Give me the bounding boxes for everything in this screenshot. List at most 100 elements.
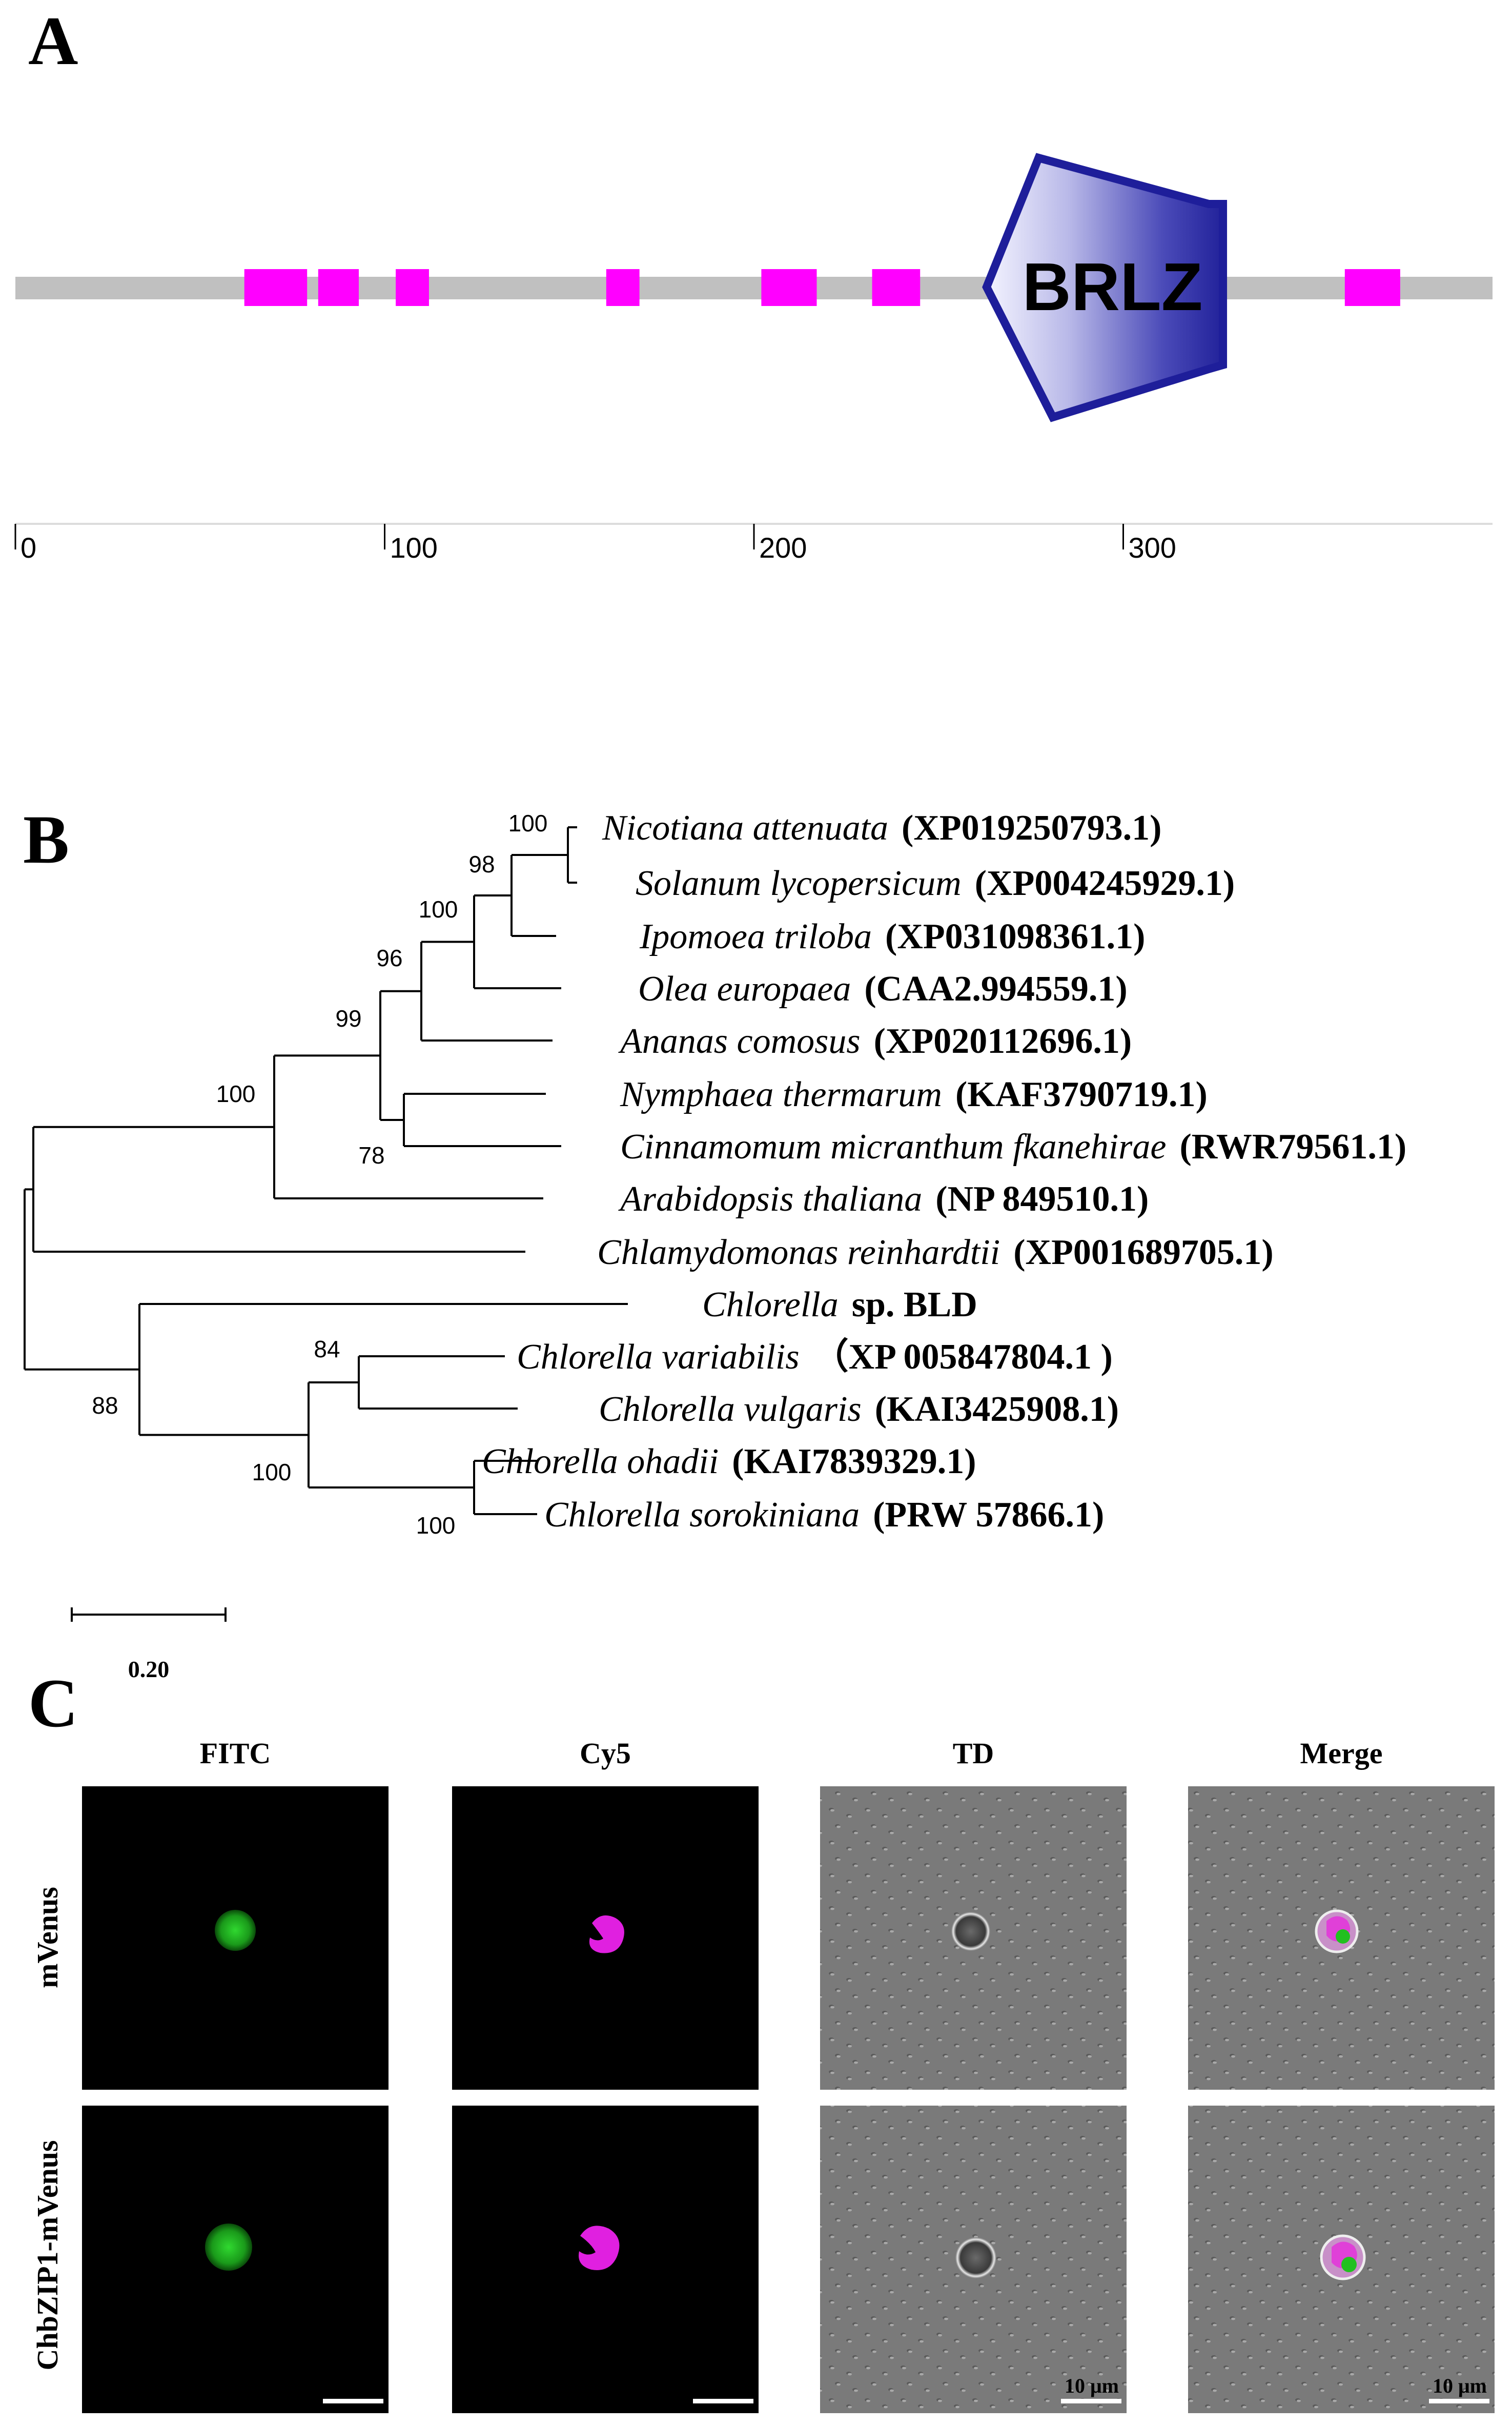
scale-bar-td: 10 μm bbox=[1061, 2374, 1121, 2403]
scale-bar-label: 10 μm bbox=[1433, 2374, 1487, 2397]
taxon-accession: (XP001689705.1) bbox=[1013, 1233, 1273, 1272]
motif-4 bbox=[606, 269, 640, 306]
tree-scale-bar: 0.20 bbox=[71, 1607, 227, 1682]
column-header-cy5: Cy5 bbox=[580, 1737, 631, 1770]
taxon-label: Nicotiana attenuata (XP019250793.1) bbox=[602, 808, 1161, 848]
taxon-name: Chlamydomonas reinhardtii bbox=[597, 1233, 1000, 1272]
brlz-domain: BRLZ bbox=[982, 153, 1228, 422]
brlz-domain-label: BRLZ bbox=[1023, 249, 1203, 324]
taxon-name: Olea europaea bbox=[638, 969, 851, 1009]
tree-branches bbox=[24, 826, 628, 1515]
taxon-label: Chlorella sorokiniana (PRW 57866.1) bbox=[544, 1495, 1104, 1535]
bootstrap-value: 99 bbox=[335, 1005, 361, 1032]
image-chbzip1-merge bbox=[1188, 2106, 1495, 2413]
taxon-accession: (CAA2.994559.1) bbox=[864, 969, 1127, 1009]
image-chbzip1-td bbox=[820, 2106, 1127, 2413]
image-mvenus-fitc bbox=[82, 1786, 389, 2090]
motif-6 bbox=[872, 269, 921, 306]
image-chbzip1-fitc bbox=[82, 2106, 389, 2413]
taxon-label: Chlorella sp. BLD bbox=[702, 1285, 977, 1324]
scale-bar-line bbox=[323, 2399, 383, 2403]
taxon-label: Olea europaea (CAA2.994559.1) bbox=[638, 969, 1128, 1009]
bootstrap-value: 100 bbox=[216, 1080, 256, 1107]
motif-3 bbox=[396, 269, 429, 306]
taxon-accession: (XP004245929.1) bbox=[975, 864, 1235, 903]
taxon-accession: (RWR79561.1) bbox=[1179, 1127, 1406, 1167]
taxon-accession: (PRW 57866.1) bbox=[873, 1495, 1104, 1535]
scale-bar-cy5: 10 μm bbox=[693, 2374, 753, 2403]
taxon-name: Arabidopsis thaliana bbox=[618, 1179, 922, 1219]
row-header-mvenus: mVenus bbox=[31, 1887, 64, 1988]
taxon-name: Chlorella sorokiniana bbox=[544, 1495, 860, 1535]
taxon-labels: Nicotiana attenuata (XP019250793.1) Solanu… bbox=[482, 808, 1406, 1535]
scale-bar-line bbox=[1429, 2399, 1489, 2403]
axis-tick-label: 100 bbox=[390, 532, 438, 564]
image-mvenus-merge bbox=[1188, 1786, 1495, 2090]
bootstrap-value: 88 bbox=[92, 1392, 118, 1419]
taxon-label: Ipomoea triloba (XP031098361.1) bbox=[639, 917, 1145, 956]
taxon-accession: (XP019250793.1) bbox=[902, 808, 1161, 848]
bootstrap-value: 84 bbox=[314, 1336, 340, 1362]
microscopy-grid: FITC Cy5 TD Merge mVenus ChbZIP1-mVenus bbox=[31, 1737, 1495, 2413]
motif-7 bbox=[1344, 269, 1400, 306]
axis-tick-label: 0 bbox=[21, 532, 36, 564]
bootstrap-value: 100 bbox=[416, 1512, 456, 1539]
image-mvenus-td bbox=[820, 1786, 1127, 2090]
taxon-accession: (XP031098361.1) bbox=[885, 917, 1145, 956]
taxon-accession: (KAI3425908.1) bbox=[875, 1390, 1119, 1429]
taxon-label: Chlorella ohadii (KAI7839329.1) bbox=[482, 1442, 976, 1481]
taxon-accession: （XP 005847804.1 ) bbox=[813, 1337, 1113, 1377]
scale-bar-label: 10 μm bbox=[1065, 2374, 1119, 2397]
taxon-name: Solanum lycopersicum bbox=[636, 864, 962, 903]
taxon-label: Chlorella vulgaris(KAI3425908.1) bbox=[599, 1390, 1119, 1429]
taxon-accession: (KAF3790719.1) bbox=[955, 1075, 1208, 1114]
taxon-name: Chlorella ohadii bbox=[482, 1442, 719, 1481]
taxon-label: Arabidopsis thaliana (NP 849510.1) bbox=[618, 1179, 1149, 1219]
taxon-label: Nymphaea thermarum (KAF3790719.1) bbox=[620, 1075, 1208, 1114]
taxon-name: Nicotiana attenuata bbox=[602, 808, 888, 848]
axis-tick-label: 300 bbox=[1129, 532, 1176, 564]
bootstrap-value: 96 bbox=[376, 945, 402, 971]
taxon-accession: (KAI7839329.1) bbox=[732, 1442, 976, 1481]
bootstrap-value: 100 bbox=[252, 1459, 292, 1485]
axis-ticks: 0 100 200 300 bbox=[14, 524, 1176, 564]
scale-bar-line bbox=[693, 2399, 753, 2403]
scale-bar-label: 0.20 bbox=[128, 1656, 170, 1682]
image-chbzip1-cy5 bbox=[452, 2106, 759, 2413]
row-header-chbzip1-mvenus: ChbZIP1-mVenus bbox=[31, 2140, 64, 2370]
scale-bar-merge: 10 μm bbox=[1429, 2374, 1489, 2403]
column-header-merge: Merge bbox=[1300, 1737, 1383, 1770]
taxon-name: Nymphaea thermarum bbox=[620, 1075, 942, 1114]
panel-a-label: A bbox=[28, 3, 78, 79]
brlz-domain-shape bbox=[982, 153, 1228, 422]
taxon-label: Chlamydomonas reinhardtii (XP001689705.1) bbox=[597, 1233, 1274, 1272]
axis-tick-label: 200 bbox=[759, 532, 807, 564]
taxon-label: Ananas comosus(XP020112696.1) bbox=[618, 1022, 1132, 1061]
scale-bar-line bbox=[1061, 2399, 1121, 2403]
protein-backbone bbox=[15, 277, 1493, 299]
protein-domain-map: BRLZ 0 100 200 300 bbox=[14, 153, 1493, 564]
column-header-fitc: FITC bbox=[200, 1737, 271, 1770]
taxon-name: Cinnamomum micranthum fkanehirae bbox=[620, 1127, 1166, 1167]
panel-c-label: C bbox=[28, 1665, 78, 1742]
taxon-accession: (NP 849510.1) bbox=[935, 1179, 1149, 1219]
column-header-td: TD bbox=[953, 1737, 994, 1770]
taxon-accession: (XP020112696.1) bbox=[874, 1022, 1132, 1061]
taxon-label: Cinnamomum micranthum fkanehirae (RWR7956… bbox=[620, 1127, 1406, 1167]
image-mvenus-cy5 bbox=[452, 1786, 759, 2090]
bootstrap-value: 78 bbox=[358, 1142, 384, 1169]
motif-2 bbox=[318, 269, 359, 306]
bootstrap-value: 98 bbox=[468, 851, 495, 878]
taxon-name: Ipomoea triloba bbox=[639, 917, 872, 956]
motif-5 bbox=[761, 269, 817, 306]
motif-group bbox=[244, 269, 1400, 306]
taxon-label: Solanum lycopersicum (XP004245929.1) bbox=[636, 864, 1235, 903]
taxon-accession: sp. BLD bbox=[852, 1285, 977, 1324]
panel-b-label: B bbox=[23, 802, 69, 878]
scale-bar-label: 10 μm bbox=[697, 2374, 751, 2397]
scale-bar-fitc: 10 μm bbox=[323, 2374, 383, 2403]
taxon-name: Chlorella bbox=[702, 1285, 839, 1324]
